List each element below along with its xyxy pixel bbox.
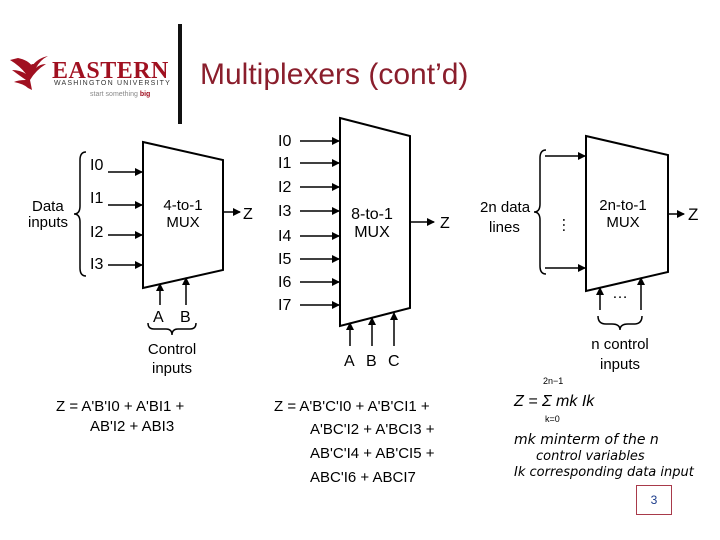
mux8-box-label: 8-to-1	[351, 206, 393, 223]
muxn-data-brace	[533, 149, 547, 275]
mux8-input-arrows	[300, 137, 435, 346]
mux4-select-label: B	[180, 309, 191, 326]
note-line: control variables	[536, 449, 645, 464]
mux8-input-label: I2	[278, 179, 291, 196]
muxn-control-brace	[597, 315, 643, 331]
mux4-input-label: I1	[90, 190, 103, 207]
mux8-box-label: MUX	[354, 224, 390, 241]
eagle-logo-icon	[10, 56, 48, 90]
mux8-input-label: I4	[278, 228, 291, 245]
mux4-data-brace	[73, 151, 87, 277]
sum-lower-limit: k=0	[545, 414, 560, 424]
mux4-control-label: inputs	[152, 360, 192, 377]
mux4-data-label: Data	[32, 198, 64, 215]
mux4-output-label: Z	[243, 206, 253, 223]
mux8-select-label: A	[344, 353, 355, 370]
logo-wordmark: EASTERN	[52, 58, 169, 84]
mux8-equation: A'BC'I2 + A'BCI3 +	[310, 421, 435, 438]
mux8-select-label: B	[366, 353, 377, 370]
muxn-horizontal-ellipsis: …	[612, 285, 628, 302]
mux8-body	[339, 116, 411, 328]
mux8-equation: AB'C'I4 + AB'CI5 +	[310, 445, 435, 462]
mux4-input-label: I0	[90, 157, 103, 174]
mux4-input-arrows	[108, 168, 241, 305]
muxn-control-label: inputs	[600, 356, 640, 373]
muxn-vertical-ellipsis: …	[559, 217, 576, 233]
muxn-body	[585, 134, 669, 293]
mux4-input-label: I2	[90, 224, 103, 241]
mux8-input-label: I7	[278, 297, 291, 314]
sum-formula: Z = Σ mk Ik	[513, 393, 595, 410]
title-divider	[178, 24, 182, 124]
mux8-input-label: I3	[278, 203, 291, 220]
muxn-box-label: 2n-to-1	[599, 197, 647, 214]
mux4-body	[142, 140, 224, 290]
mux8-select-label: C	[388, 353, 400, 370]
mux4-control-brace	[147, 322, 197, 336]
mux4-input-label: I3	[90, 256, 103, 273]
muxn-data-label: lines	[489, 219, 520, 236]
page-number: 3	[636, 485, 672, 515]
mux4-data-label: inputs	[28, 214, 68, 231]
muxn-arrows	[545, 152, 685, 310]
page-title: Multiplexers (cont’d)	[200, 58, 469, 91]
muxn-box-label: MUX	[606, 214, 639, 231]
mux8-equation: Z = A'B'C'I0 + A'B'CI1 +	[274, 398, 430, 415]
mux4-box-label: 4-to-1	[163, 197, 202, 214]
mux8-input-label: I1	[278, 155, 291, 172]
logo-tagline: start something big	[90, 91, 151, 98]
mux4-equation: AB'I2 + ABI3	[90, 418, 174, 435]
mux4-control-label: Control	[148, 341, 196, 358]
mux8-input-label: I0	[278, 133, 291, 150]
mux8-input-label: I6	[278, 274, 291, 291]
mux4-equation: Z = A'B'I0 + A'BI1 +	[56, 398, 184, 415]
logo-subtitle: WASHINGTON UNIVERSITY	[54, 80, 171, 87]
mux8-output-label: Z	[440, 215, 450, 232]
mux4-select-label: A	[153, 309, 164, 326]
muxn-data-label: 2n data	[480, 199, 531, 216]
muxn-control-label: n control	[591, 336, 649, 353]
sum-upper-limit: 2n−1	[543, 376, 563, 386]
mux8-equation: ABC'I6 + ABCI7	[310, 469, 416, 486]
note-line: mk minterm of the n	[514, 432, 659, 448]
mux8-input-label: I5	[278, 251, 291, 268]
muxn-output-label: Z	[688, 205, 698, 224]
note-line: Ik corresponding data input	[514, 465, 695, 480]
mux4-box-label: MUX	[166, 214, 199, 231]
